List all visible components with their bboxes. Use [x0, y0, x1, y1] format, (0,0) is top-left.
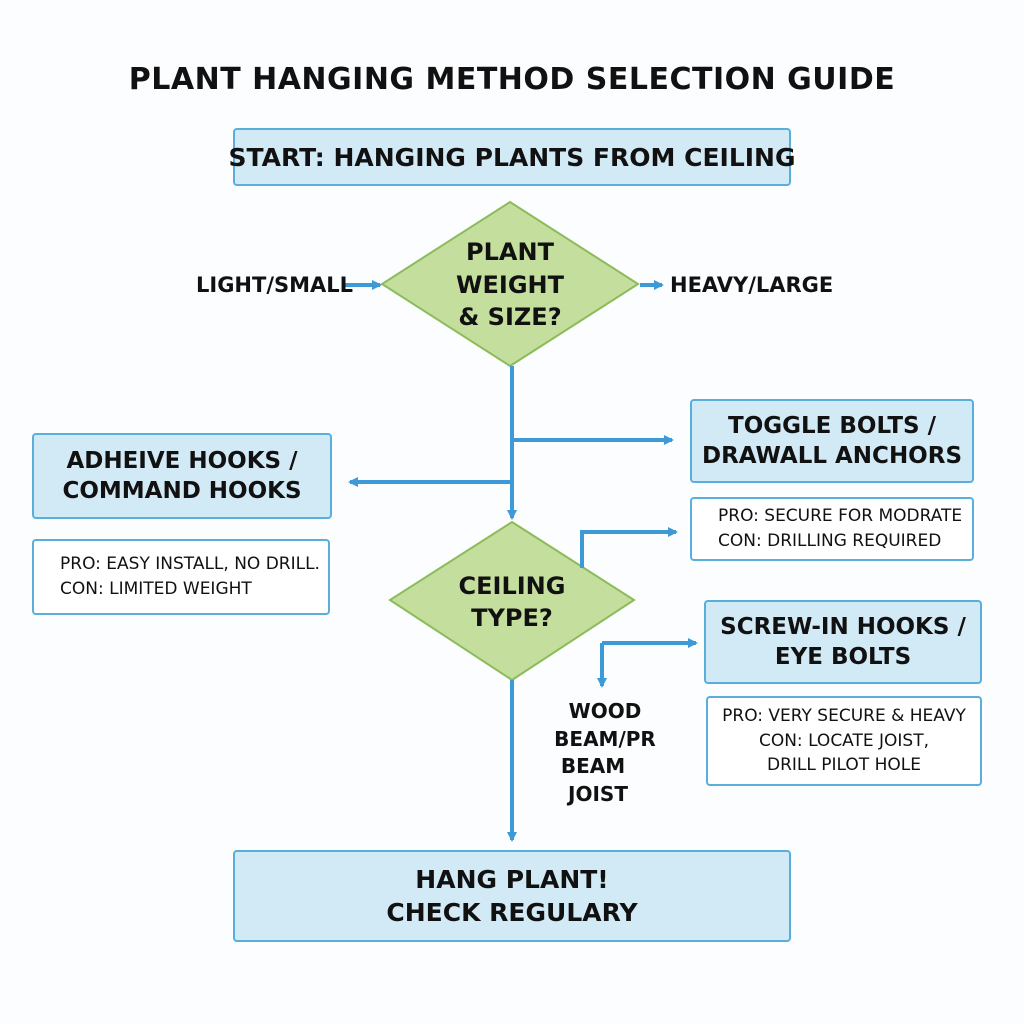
- toggle-note: PRO: SECURE FOR MODRATE CON: DRILLING RE…: [690, 497, 974, 561]
- end-line-2: CHECK REGULARY: [386, 898, 638, 927]
- screw-hooks-box: SCREW-IN HOOKS / EYE BOLTS: [704, 600, 982, 684]
- adhesive-con: CON: LIMITED WEIGHT: [60, 579, 252, 599]
- toggle-bolts-box: TOGGLE BOLTS / DRAWALL ANCHORS: [690, 399, 974, 483]
- wood-line-2: BEAM: [560, 754, 626, 779]
- end-line-1: HANG PLANT!: [415, 865, 609, 894]
- screw-note: PRO: VERY SECURE & HEAVY CON: LOCATE JOI…: [706, 696, 982, 786]
- end-box: HANG PLANT! CHECK REGULARY: [233, 850, 791, 942]
- adhesive-hooks-box: ADHEIVE HOOKS / COMMAND HOOKS: [32, 433, 332, 519]
- diagram-title: PLANT HANGING METHOD SELECTION GUIDE: [128, 62, 896, 97]
- adhesive-line-2: COMMAND HOOKS: [62, 478, 302, 504]
- screw-con-line-1: CON: LOCATE JOIST,: [758, 730, 930, 751]
- branch-heavy-label: HEAVY/LARGE: [670, 273, 834, 297]
- decision-weight-text: PLANT WEIGHT & SIZE?: [430, 230, 590, 340]
- decision-weight-line-1: PLANT: [466, 238, 554, 267]
- screw-pro: PRO: VERY SECURE & HEAVY: [722, 706, 966, 727]
- adhesive-pro: PRO: EASY INSTALL, NO DRILL.: [60, 554, 320, 575]
- screw-line-2: EYE BOLTS: [774, 644, 912, 670]
- toggle-con: CON: DRILLING REQUIRED: [718, 531, 942, 551]
- toggle-line-2: DRAWALL ANCHORS: [701, 443, 963, 469]
- branch-wood-label: WOOD BEAM/PR BEAM JOIST: [520, 698, 690, 808]
- decision-ceiling-text: CEILING TYPE?: [442, 560, 582, 644]
- screw-line-1: SCREW-IN HOOKS /: [720, 613, 966, 640]
- decision-weight-line-3: & SIZE?: [458, 303, 562, 332]
- decision-ceiling-line-2: TYPE?: [471, 604, 553, 632]
- adhesive-line-1: ADHEIVE HOOKS /: [66, 447, 298, 474]
- screw-con-line-2: DRILL PILOT HOLE: [767, 755, 921, 776]
- decision-weight-line-2: WEIGHT: [456, 270, 564, 299]
- decision-ceiling-line-1: CEILING: [458, 571, 566, 600]
- start-box-text: START: HANGING PLANTS FROM CEILING: [228, 142, 796, 172]
- wood-line-3: JOIST: [568, 781, 628, 806]
- adhesive-note: PRO: EASY INSTALL, NO DRILL. CON: LIMITE…: [32, 539, 330, 615]
- arrow-ceiling-to-toggle-note: [580, 527, 678, 568]
- wood-line-1: WOOD BEAM/PR: [554, 699, 656, 751]
- toggle-pro: PRO: SECURE FOR MODRATE: [718, 506, 963, 527]
- toggle-line-1: TOGGLE BOLTS /: [728, 412, 936, 439]
- start-box: START: HANGING PLANTS FROM CEILING: [229, 128, 796, 186]
- branch-light-label: LIGHT/SMALL: [196, 273, 354, 297]
